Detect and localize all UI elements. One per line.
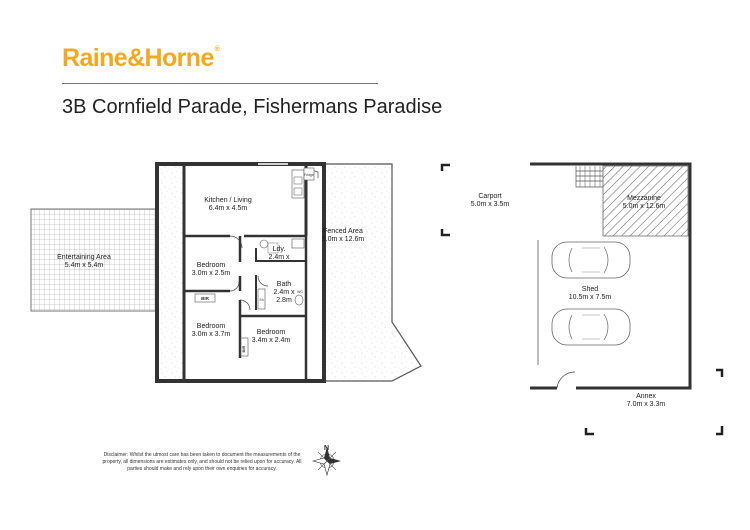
bath-size: 2.4m x	[273, 289, 295, 296]
fridge-space	[303, 167, 315, 181]
fenced-area-label: Fenced Area	[323, 228, 363, 235]
registered-mark: ®	[214, 46, 220, 53]
door-swing	[556, 371, 576, 389]
door-swing	[257, 275, 269, 287]
laundry-size: 2.4m x	[268, 254, 290, 261]
shower-cubicle	[257, 288, 266, 310]
carport-size: 5.0m x 3.5m	[471, 201, 510, 208]
mezzanine-size: 5.0m x 12.6m	[623, 203, 666, 210]
brand-name: Raine&Horne	[62, 44, 214, 72]
brand-logo: Raine&Horne®	[62, 44, 220, 73]
mezzanine-stairs	[575, 166, 603, 188]
disclaimer-text: Disclaimer: Whilst the utmost care has b…	[102, 452, 302, 472]
built-in-robe	[240, 337, 249, 357]
header-divider	[62, 83, 378, 84]
bedroom-3-label: Bedroom	[257, 329, 286, 336]
property-address: 3B Cornfield Parade, Fishermans Paradise	[62, 96, 443, 118]
bedroom-1-size: 3.0m x 2.5m	[192, 270, 231, 277]
side-yard	[157, 164, 184, 381]
bath-label: Bath	[277, 281, 292, 288]
car-icon	[551, 241, 631, 279]
laundry-tub	[291, 238, 305, 249]
wc-label: WC	[297, 290, 303, 294]
kitchen-living-label: Kitchen / Living	[204, 197, 252, 204]
shower-label: Sh	[259, 298, 263, 302]
fenced-area-size: 5.0m x 12.6m	[322, 236, 365, 243]
laundry-cupboard	[267, 242, 279, 254]
toilet-icon	[294, 294, 304, 306]
shed-size: 10.5m x 7.5m	[569, 294, 612, 301]
door-swing	[229, 281, 240, 292]
compass-icon	[311, 447, 341, 477]
entertaining-area	[30, 208, 159, 312]
car-icon	[551, 308, 631, 346]
bedroom-2-size: 3.0m x 3.7m	[192, 331, 231, 338]
bedroom-1-label: Bedroom	[197, 262, 226, 269]
bedroom-2-label: Bedroom	[197, 323, 226, 330]
annex-label: Annex	[636, 393, 656, 400]
laundry-label: Ldy.	[273, 246, 286, 253]
north-label: N	[324, 445, 329, 452]
bir-label: BIR	[241, 345, 246, 352]
fridge-label: Fridge	[304, 173, 314, 177]
mezzanine-floor	[602, 165, 689, 237]
house-outline	[155, 162, 326, 383]
carport-corner-markers	[440, 163, 450, 237]
door-swing	[239, 299, 251, 311]
sink-icon	[293, 187, 303, 196]
door-swing	[229, 235, 243, 249]
entertaining-area-label: Entertaining Area	[57, 254, 111, 261]
entertaining-area-size: 5.4m x 5.4m	[65, 262, 104, 269]
bir-label: BIR	[201, 296, 210, 301]
cooktop-icon	[293, 176, 303, 185]
shed-label: Shed	[582, 286, 598, 293]
annex-size: 7.0m x 3.3m	[627, 401, 666, 408]
kitchen-living-size: 6.4m x 4.5m	[209, 205, 248, 212]
stair-treads	[579, 166, 601, 187]
carport-label: Carport	[478, 193, 501, 200]
bedroom-3-size: 3.4m x 2.4m	[252, 337, 291, 344]
mezzanine-label: Mezzanine	[627, 195, 661, 202]
bath-size-2: 2.8m	[276, 297, 292, 304]
annex-corner-markers	[584, 368, 724, 436]
built-in-robe	[194, 293, 216, 303]
